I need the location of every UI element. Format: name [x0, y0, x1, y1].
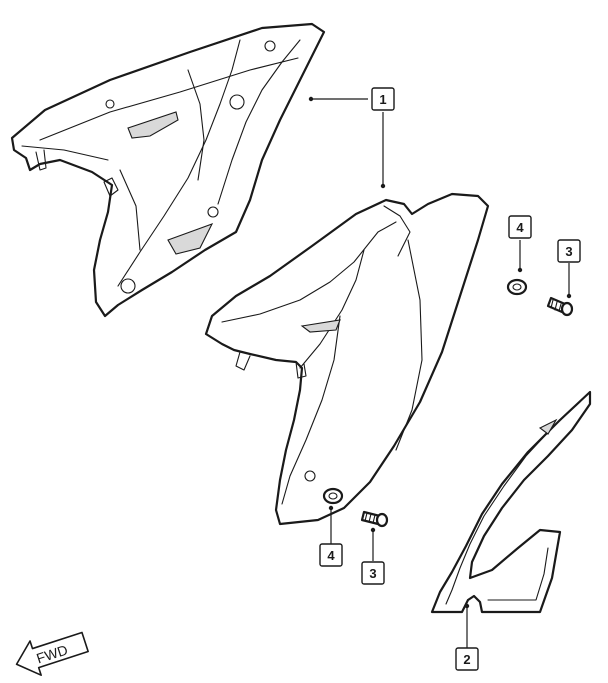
grommet-bottom: [322, 487, 344, 505]
callout-3-bottom-label: 3: [369, 566, 376, 581]
callout-1-label: 1: [379, 92, 386, 107]
screw-bottom: [360, 510, 389, 528]
side-cover-decal: [430, 390, 592, 614]
grommet-top: [506, 278, 528, 296]
callout-2: 2: [455, 647, 479, 671]
arrow-left-icon: [15, 631, 89, 677]
callout-3-top-label: 3: [565, 244, 572, 259]
callout-4-top: 4: [508, 215, 532, 239]
callout-4-bottom-label: 4: [327, 548, 335, 563]
callout-2-label: 2: [463, 652, 470, 667]
screw-top: [546, 296, 574, 317]
side-cover-inner-view: [10, 22, 326, 318]
callout-4-bottom: 4: [319, 543, 343, 567]
callout-1: 1: [371, 87, 395, 111]
callout-4-top-label: 4: [516, 220, 524, 235]
callout-3-top: 3: [557, 239, 581, 263]
fwd-arrow: FWD: [15, 631, 89, 677]
leader-lines: [308, 96, 572, 648]
callout-3-bottom: 3: [361, 561, 385, 585]
side-cover-panel: [204, 192, 490, 526]
